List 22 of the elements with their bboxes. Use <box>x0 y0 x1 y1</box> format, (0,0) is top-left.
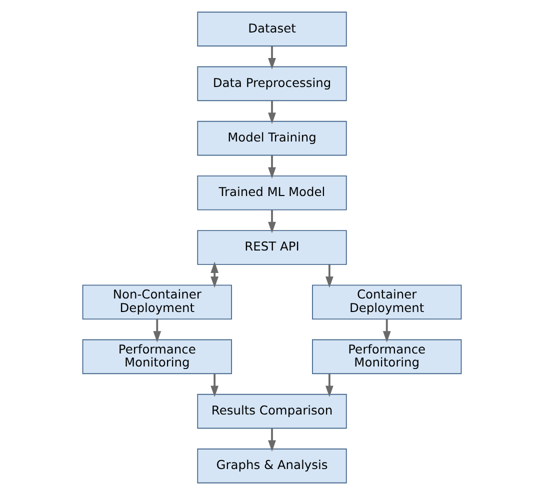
node-box: Model Training <box>197 120 347 156</box>
arrow <box>268 428 276 452</box>
node-box: Non-Container Deployment <box>82 284 232 320</box>
node-box: Graphs & Analysis <box>197 448 347 484</box>
arrow <box>268 210 276 234</box>
node-box: Dataset <box>197 12 347 46</box>
node-box: Trained ML Model <box>197 175 347 210</box>
node-box: Container Deployment <box>312 284 462 320</box>
arrow <box>268 46 276 70</box>
arrow <box>210 262 219 288</box>
node-box: Performance Monitoring <box>312 339 462 374</box>
arrow <box>268 100 276 124</box>
arrow <box>268 155 276 179</box>
node-box: Data Preprocessing <box>197 66 347 102</box>
arrow <box>382 319 391 342</box>
arrow <box>210 374 219 398</box>
node-box: REST API <box>197 230 347 265</box>
node-box: Performance Monitoring <box>82 339 232 374</box>
arrow <box>153 319 162 342</box>
node-box: Results Comparison <box>197 394 347 429</box>
arrow <box>325 264 334 288</box>
arrow <box>325 374 334 398</box>
